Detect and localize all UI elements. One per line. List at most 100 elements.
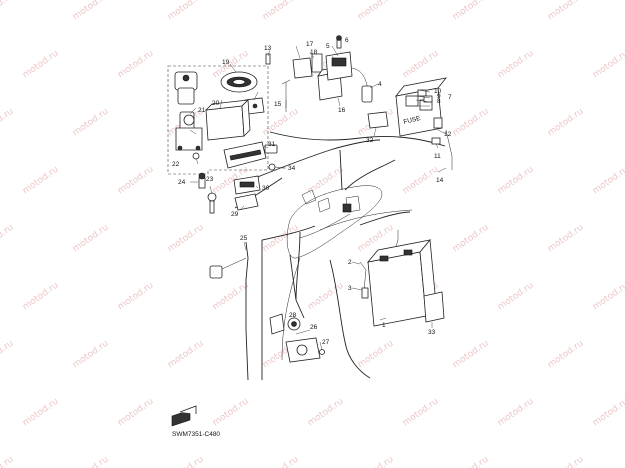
callout-12: 12	[444, 131, 452, 138]
callout-30: 30	[262, 185, 270, 192]
fastener-27	[319, 349, 325, 355]
callout-11: 11	[434, 153, 441, 160]
callout-28: 28	[289, 312, 297, 319]
callout-20: 20	[212, 100, 220, 107]
watermark-text: motod.ru	[116, 281, 156, 313]
watermark-text: motod.ru	[546, 0, 586, 22]
callout-22: 22	[172, 161, 180, 168]
watermark-text: motod.ru	[496, 281, 536, 313]
watermark-text: motod.ru	[451, 0, 491, 22]
callout-21: 21	[198, 107, 206, 114]
control-unit-box	[204, 99, 251, 141]
callout-1: 1	[382, 322, 386, 329]
connector-30	[233, 175, 261, 195]
callout-18: 18	[310, 49, 318, 56]
watermark-text: motod.ru	[0, 0, 16, 22]
watermark-text: motod.ru	[591, 49, 625, 81]
frame-rail	[281, 209, 413, 361]
watermark-text: motod.ru	[306, 165, 346, 197]
assembly-frame	[167, 65, 269, 175]
watermark-text: motod.ru	[166, 0, 206, 22]
callout-8: 8	[437, 98, 441, 105]
callout-32: 32	[366, 137, 374, 144]
watermark-text: motod.ru	[261, 107, 301, 139]
callout-31: 31	[268, 141, 276, 148]
watermark-text: motod.ru	[21, 49, 61, 81]
fuse-cluster-7-10	[417, 89, 433, 103]
watermark-text: motod.ru	[306, 397, 346, 429]
watermark-text: motod.ru	[166, 455, 206, 468]
callout-26: 26	[310, 324, 318, 331]
holder-12	[433, 117, 443, 129]
watermark-text: motod.ru	[496, 49, 536, 81]
watermark-text: motod.ru	[451, 455, 491, 468]
callout-25: 25	[240, 235, 248, 242]
frame-outline	[286, 185, 383, 259]
watermark-text: motod.ru	[71, 339, 111, 371]
watermark-text: motod.ru	[451, 339, 491, 371]
callout-34: 34	[288, 165, 296, 172]
watermark-text: motod.ru	[166, 339, 206, 371]
diagram-code: SWM7351-C480	[172, 431, 220, 438]
connector-4	[361, 85, 373, 103]
watermark-text: motod.ru	[0, 223, 16, 255]
callout-6: 6	[345, 37, 349, 44]
bolt-13	[265, 53, 271, 65]
callout-4: 4	[378, 81, 382, 88]
connector-cover	[223, 141, 267, 169]
watermark-text: motod.ru	[71, 455, 111, 468]
relay-body	[285, 337, 321, 363]
watermark-text: motod.ru	[496, 165, 536, 197]
callout-16: 16	[338, 107, 346, 114]
ignition-ring	[220, 71, 258, 93]
callout-7: 7	[448, 94, 452, 101]
watermark-text: motod.ru	[401, 49, 441, 81]
watermark-text: motod.ru	[0, 107, 16, 139]
watermark-text: motod.ru	[166, 223, 206, 255]
ignition-switch	[174, 71, 203, 151]
coupler-31	[264, 144, 278, 154]
watermark-text: motod.ru	[71, 107, 111, 139]
callout-10: 10	[434, 88, 442, 95]
watermark-text: motod.ru	[546, 455, 586, 468]
key-23	[207, 192, 217, 214]
callout-9: 9	[437, 93, 441, 100]
watermark-text: motod.ru	[401, 165, 441, 197]
watermark-text: motod.ru	[211, 397, 251, 429]
wiring-harness	[234, 131, 446, 380]
callout-33: 33	[428, 329, 436, 336]
callout-3: 3	[348, 285, 352, 292]
callout-19: 19	[222, 59, 230, 66]
watermark-text: motod.ru	[211, 281, 251, 313]
watermark-text: motod.ru	[451, 107, 491, 139]
callout-leaders	[189, 45, 447, 351]
bolt-24	[198, 172, 206, 189]
fuse-box-32	[367, 111, 389, 129]
callout-24: 24	[178, 179, 186, 186]
battery-lead-2	[359, 261, 369, 299]
wire-14	[445, 129, 453, 170]
watermark-text: motod.ru	[591, 397, 625, 429]
watermark-text: motod.ru	[0, 339, 16, 371]
watermark-text: motod.ru	[356, 455, 396, 468]
watermark-text: motod.ru	[21, 281, 61, 313]
callout-29: 29	[231, 211, 239, 218]
callout-17: 17	[306, 41, 314, 48]
watermark-text: motod.ru	[71, 223, 111, 255]
watermark-text: motod.ru	[0, 455, 16, 468]
callout-23: 23	[206, 176, 214, 183]
callout-15: 15	[274, 101, 282, 108]
watermark-text: motod.ru	[591, 165, 625, 197]
watermark-text: motod.ru	[261, 455, 301, 468]
watermark-text: motod.ru	[356, 0, 396, 22]
callout-2: 2	[348, 259, 352, 266]
battery-bracket	[423, 291, 445, 323]
watermark-text: motod.ru	[116, 165, 156, 197]
callout-27: 27	[322, 339, 330, 346]
cable-25	[209, 241, 249, 381]
callout-14: 14	[436, 177, 444, 184]
connector-26	[269, 313, 285, 335]
watermark-text: motod.ru	[401, 397, 441, 429]
svg-text:FUSE: FUSE	[403, 115, 422, 126]
